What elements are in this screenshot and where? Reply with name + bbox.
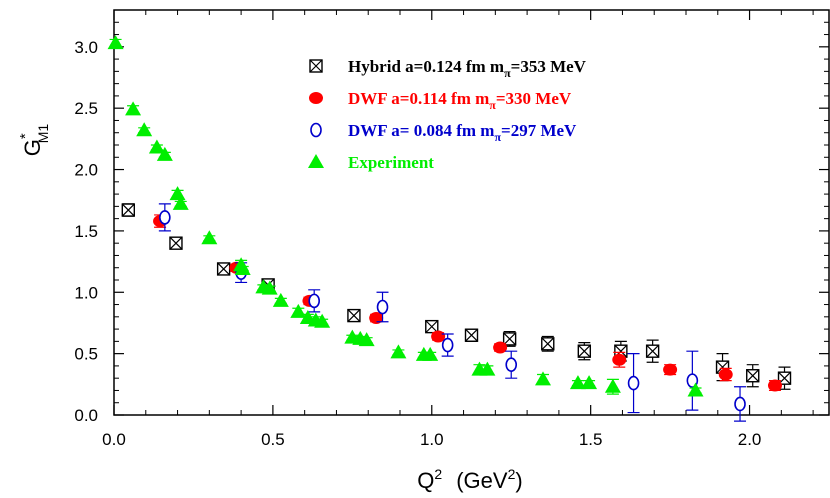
data-point (390, 344, 407, 359)
data-point (159, 210, 171, 225)
data-point (502, 332, 517, 346)
y-tick-label: 1.5 (74, 222, 98, 241)
y-tick-label: 1.0 (74, 283, 98, 302)
data-point (125, 101, 142, 116)
data-point (272, 292, 289, 307)
data-point (718, 368, 733, 381)
data-point (687, 382, 704, 397)
legend-label-3: Experiment (348, 153, 434, 172)
axis-ticks: 0.0 0.5 1.0 1.5 2.0 0.0 0.5 1.0 1.5 2.0 2.5 3.0 (74, 10, 829, 449)
legend-marker-2 (310, 122, 322, 138)
data-point (136, 122, 153, 137)
data-point (169, 186, 186, 201)
data-point (493, 341, 508, 354)
series-1 (153, 214, 782, 392)
data-point (308, 293, 321, 309)
x-tick-label: 1.5 (579, 430, 603, 449)
legend-label-1: DWF a=0.114 fm mπ=330 MeV (348, 89, 572, 112)
data-point (369, 312, 384, 325)
legend-marker-3 (308, 154, 324, 168)
legend: Hybrid a=0.124 fm mπ=353 MeV DWF a=0.114 … (308, 57, 587, 172)
data-point (290, 303, 307, 318)
y-tick-label: 2.0 (74, 161, 98, 180)
series-3 (107, 35, 704, 397)
data-point (627, 375, 640, 391)
x-axis-label: Q2(GeV2) (417, 466, 522, 493)
data-point (121, 203, 136, 217)
y-axis-label: G*M1 (17, 124, 51, 157)
x-tick-label: 0.0 (102, 430, 126, 449)
data-point (425, 319, 439, 334)
y-tick-label: 2.5 (74, 99, 98, 118)
legend-label-2: DWF a= 0.084 fm mπ=297 MeV (348, 121, 577, 144)
data-point (604, 378, 621, 393)
data-point (464, 328, 479, 342)
data-point (581, 375, 598, 390)
legend-marker-1 (309, 92, 323, 104)
series-2 (158, 203, 747, 422)
data-point (358, 332, 375, 347)
data-point (577, 344, 592, 358)
data-point (569, 375, 586, 390)
data-point (441, 337, 454, 353)
data-point (431, 330, 446, 343)
data-point (376, 299, 389, 315)
y-tick-label: 0.5 (74, 345, 98, 364)
data-point (169, 236, 183, 250)
data-point (645, 344, 660, 358)
series-0 (121, 203, 792, 390)
x-tick-label: 2.0 (738, 430, 762, 449)
axes (113, 9, 830, 416)
data-point (314, 313, 331, 328)
data-point (767, 379, 782, 392)
data-point (612, 353, 627, 366)
plot-frame (113, 9, 830, 416)
data-point (261, 280, 278, 295)
data-point (148, 139, 165, 154)
data-point (663, 363, 678, 376)
legend-label-0: Hybrid a=0.124 fm mπ=353 MeV (348, 57, 587, 80)
data-point (541, 337, 555, 351)
data-point (505, 357, 518, 372)
data-point (156, 146, 173, 161)
data-point (422, 346, 439, 361)
data-point (234, 260, 251, 275)
data-point (107, 35, 124, 50)
data-series (107, 35, 792, 422)
legend-marker-0 (309, 59, 323, 73)
data-point (479, 361, 496, 376)
data-point (172, 195, 189, 210)
data-point (734, 396, 746, 412)
data-point (216, 262, 231, 276)
data-point (201, 230, 218, 245)
x-tick-label: 1.0 (420, 430, 444, 449)
x-tick-label: 0.5 (261, 430, 285, 449)
y-tick-label: 3.0 (74, 38, 98, 57)
data-point (347, 308, 361, 323)
data-point (535, 371, 551, 386)
data-point (746, 369, 760, 383)
svg-text:G*M1: G*M1 (17, 124, 51, 157)
y-tick-label: 0.0 (74, 406, 98, 425)
